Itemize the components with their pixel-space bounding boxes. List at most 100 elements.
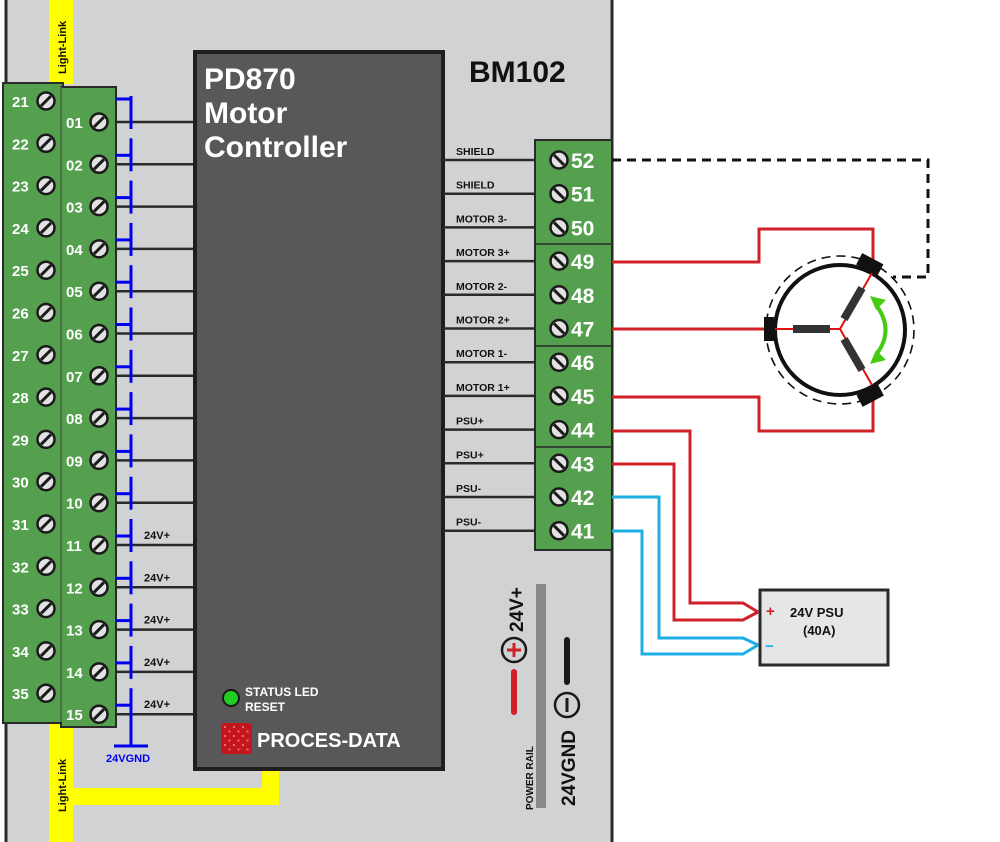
screw-icon[interactable] xyxy=(36,641,56,661)
screw-icon[interactable] xyxy=(36,471,56,492)
light-link-bottom-riser xyxy=(262,768,279,788)
left-terminal-block-inner xyxy=(60,86,117,728)
terminal-number: 03 xyxy=(66,200,83,217)
terminal-24: 24 xyxy=(12,218,56,238)
psu-wire-44 xyxy=(612,429,759,614)
screw-icon[interactable] xyxy=(36,556,56,577)
motor-icon xyxy=(764,253,915,407)
psu-title: 24V PSU xyxy=(790,605,843,620)
screw-icon[interactable] xyxy=(36,683,56,703)
screw-icon[interactable] xyxy=(36,133,56,154)
terminal-27: 27 xyxy=(12,345,56,365)
screw-icon[interactable] xyxy=(89,577,109,598)
screw-icon[interactable] xyxy=(89,704,109,724)
screw-icon[interactable] xyxy=(36,387,56,407)
terminal-number: 22 xyxy=(12,136,29,153)
light-link-top xyxy=(49,0,73,84)
screw-icon[interactable] xyxy=(36,175,56,196)
screw-icon[interactable] xyxy=(549,183,569,204)
terminal-number: 06 xyxy=(66,327,83,344)
screw-icon[interactable] xyxy=(89,196,109,217)
terminal-number: 41 xyxy=(571,521,595,544)
terminal-number: 43 xyxy=(571,453,594,476)
terminal-label: MOTOR 2+ xyxy=(456,315,510,327)
terminal-number: 04 xyxy=(66,242,83,259)
screw-icon[interactable] xyxy=(89,492,109,513)
screw-icon[interactable] xyxy=(549,318,569,339)
right-terminal-block xyxy=(534,139,613,551)
screw-icon[interactable] xyxy=(89,366,109,386)
screw-icon[interactable] xyxy=(89,323,109,344)
ground-tap-icon xyxy=(116,603,133,637)
screw-icon[interactable] xyxy=(89,154,109,175)
terminal-number: 35 xyxy=(12,686,29,703)
terminal-number: 15 xyxy=(66,707,83,724)
screw-icon[interactable] xyxy=(549,150,569,170)
light-link-bottom xyxy=(49,722,73,842)
screw-icon[interactable] xyxy=(89,535,109,555)
module-name: BM102 xyxy=(469,56,566,89)
screw-icon[interactable] xyxy=(36,514,56,534)
terminal-47: 47 xyxy=(549,318,594,342)
terminal-25: 25 xyxy=(12,260,56,280)
screw-icon[interactable] xyxy=(549,251,569,271)
rail-minus-label: 24VGND xyxy=(559,730,580,806)
terminal-35: 35 xyxy=(12,683,56,703)
screw-icon[interactable] xyxy=(36,302,56,323)
terminal-50: 50 xyxy=(549,217,594,240)
controller-block xyxy=(193,50,445,771)
screw-icon[interactable] xyxy=(549,352,569,372)
motor-wire-phase-3 xyxy=(612,227,875,264)
screw-icon[interactable] xyxy=(36,91,56,111)
screw-icon[interactable] xyxy=(549,487,569,507)
terminal-label: MOTOR 2- xyxy=(456,281,508,293)
terminal-number: 34 xyxy=(12,644,29,661)
shield-wire xyxy=(612,158,930,279)
motor-wire-phase-1 xyxy=(612,395,875,433)
screw-icon[interactable] xyxy=(89,239,109,259)
terminal-number: 52 xyxy=(571,150,594,173)
psu-box xyxy=(758,588,890,667)
terminal-label: MOTOR 3- xyxy=(456,213,508,225)
screw-icon[interactable] xyxy=(89,281,109,301)
screw-icon[interactable] xyxy=(549,520,569,541)
screw-icon[interactable] xyxy=(549,419,569,440)
screw-icon[interactable] xyxy=(36,260,56,280)
terminal-label: PSU+ xyxy=(456,449,484,461)
terminal-number: 07 xyxy=(66,369,83,386)
light-link-label-top: Light-Link xyxy=(57,20,69,74)
terminal-43: 43 xyxy=(549,453,594,476)
terminal-13: 13 xyxy=(66,619,109,640)
screw-icon[interactable] xyxy=(36,345,56,365)
ground-tap-icon xyxy=(116,307,133,341)
screw-icon[interactable] xyxy=(549,217,569,238)
ground-tap-icon xyxy=(116,265,133,299)
terminal-32: 32 xyxy=(12,556,56,577)
terminal-45: 45 xyxy=(549,386,595,409)
terminal-04: 04 xyxy=(66,239,109,259)
status-led-label: STATUS LED xyxy=(245,685,319,699)
screw-icon[interactable] xyxy=(36,218,56,238)
terminal-46: 46 xyxy=(549,352,594,375)
terminal-number: 05 xyxy=(66,284,83,301)
terminal-07: 07 xyxy=(66,366,109,386)
screw-icon[interactable] xyxy=(549,285,569,305)
gnd-label: 24VGND xyxy=(106,753,150,765)
screw-icon[interactable] xyxy=(36,429,56,450)
screw-icon[interactable] xyxy=(549,386,569,406)
terminal-44: 44 xyxy=(549,419,595,443)
screw-icon[interactable] xyxy=(549,453,569,474)
ground-tap-icon xyxy=(116,180,133,214)
terminal-10: 10 xyxy=(66,492,109,513)
screw-icon[interactable] xyxy=(89,450,109,471)
screw-icon[interactable] xyxy=(89,619,109,640)
terminal-label: SHIELD xyxy=(456,146,495,158)
terminal-number: 12 xyxy=(66,580,83,597)
terminal-label: PSU- xyxy=(456,483,482,495)
screw-icon[interactable] xyxy=(36,598,56,619)
terminal-number: 28 xyxy=(12,390,29,407)
screw-icon[interactable] xyxy=(89,112,109,132)
light-link-bottom-horizontal xyxy=(73,788,279,805)
screw-icon[interactable] xyxy=(89,662,109,682)
screw-icon[interactable] xyxy=(89,408,109,428)
